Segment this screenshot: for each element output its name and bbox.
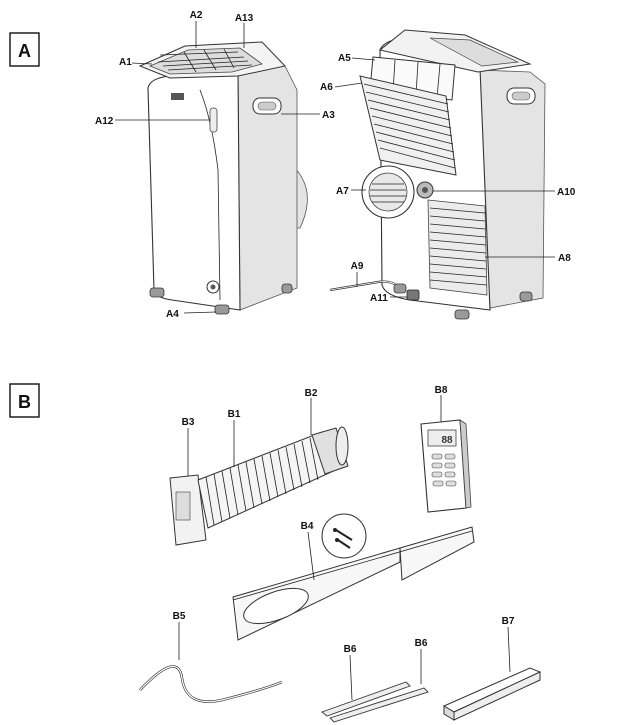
label-b5: B5	[173, 611, 186, 622]
window-kit-opening	[243, 587, 309, 625]
top-grille-slats	[157, 48, 253, 73]
drain-connector	[406, 289, 420, 301]
label-a4: A4	[166, 309, 179, 320]
label-b4: B4	[301, 521, 314, 532]
sealing-strips	[321, 681, 429, 723]
leaders-b	[178, 395, 511, 701]
label-a8: A8	[558, 253, 571, 264]
label-a2: A2	[190, 10, 203, 21]
label-b3: B3	[182, 417, 195, 428]
label-a5: A5	[338, 53, 351, 64]
rear-grille	[359, 75, 457, 176]
remote-control: 88	[420, 419, 472, 513]
label-a10: A10	[557, 187, 576, 198]
label-b1: B1	[228, 409, 241, 420]
label-b6-right: B6	[415, 638, 428, 649]
hose-ribs	[205, 437, 319, 526]
indicator-strip	[209, 107, 218, 133]
unit-rear-view	[329, 29, 546, 320]
section-a-label: A	[18, 41, 31, 61]
section-a-marker: A	[9, 32, 40, 67]
leaders-a	[115, 21, 555, 314]
remote-display-text: 88	[441, 435, 453, 446]
label-a11: A11	[370, 293, 388, 304]
label-a13: A13	[235, 13, 254, 24]
label-a9: A9	[351, 261, 364, 272]
rear-grille-slats	[363, 83, 456, 169]
window-kit	[232, 526, 475, 641]
label-b6-left: B6	[344, 644, 357, 655]
lower-grille	[427, 199, 488, 296]
label-b8: B8	[435, 385, 448, 396]
section-b-marker: B	[9, 383, 40, 418]
label-b2: B2	[305, 388, 318, 399]
remote-display	[427, 429, 457, 447]
brand-logo	[171, 93, 184, 100]
remote-buttons	[431, 453, 457, 487]
label-a12: A12	[95, 116, 114, 127]
section-b-label: B	[18, 392, 31, 412]
wheels	[149, 283, 293, 315]
label-a6: A6	[320, 82, 333, 93]
label-a7: A7	[336, 186, 349, 197]
label-a1: A1	[119, 57, 132, 68]
unit-front-view	[138, 41, 308, 315]
foam-strip	[442, 667, 542, 721]
screws-inset	[321, 513, 367, 559]
label-a3: A3	[322, 110, 335, 121]
exhaust-hose-assembly	[169, 426, 349, 546]
label-b7: B7	[502, 616, 515, 627]
